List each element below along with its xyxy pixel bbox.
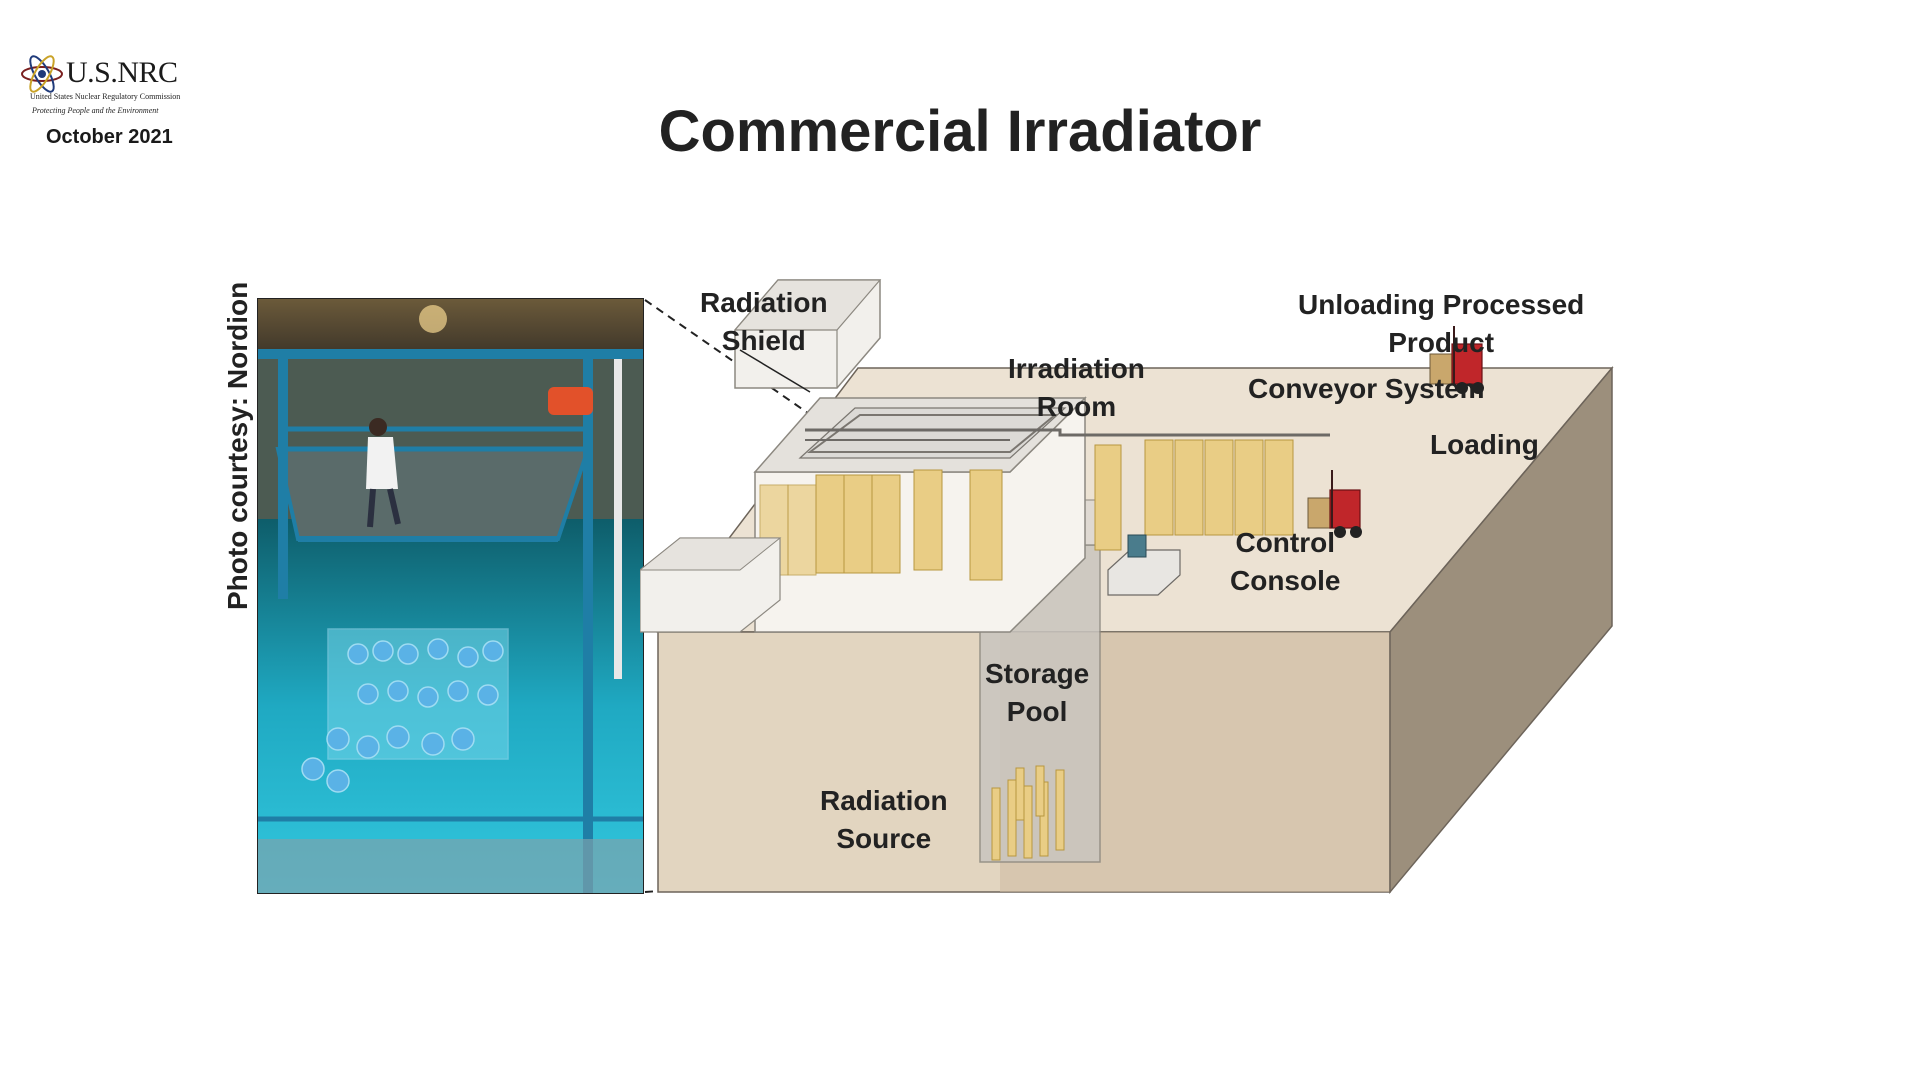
shield-leader-line xyxy=(739,349,811,393)
product-boxes-conveyor xyxy=(1094,439,1294,551)
callout-line-top xyxy=(644,299,891,471)
label-conveyor-system: Conveyor System xyxy=(1248,373,1485,404)
irradiation-room xyxy=(798,407,1067,459)
atom-icon xyxy=(21,55,63,93)
forklift-loading xyxy=(1307,470,1362,538)
floor-side xyxy=(1389,365,1613,895)
page-title: Commercial Irradiator xyxy=(658,99,1262,164)
label-loading: Loading xyxy=(1430,429,1539,460)
pool-photo xyxy=(257,298,644,894)
nrc-logo: U.S.NRC United States Nuclear Regulatory… xyxy=(20,52,200,122)
facility-illustration xyxy=(640,279,1614,895)
product-boxes-inside xyxy=(759,469,1003,581)
logo-subtitle: United States Nuclear Regulatory Commiss… xyxy=(30,92,181,101)
forklift-unloading xyxy=(1429,326,1484,394)
source-rods xyxy=(991,765,1065,861)
conveyor-rail xyxy=(805,428,1330,437)
photo-credit: Photo courtesy: Nordion xyxy=(222,281,253,610)
date-label: October 2021 xyxy=(46,126,173,148)
logo-tagline: Protecting People and the Environment xyxy=(32,106,159,115)
logo-text: U.S.NRC xyxy=(66,56,178,89)
